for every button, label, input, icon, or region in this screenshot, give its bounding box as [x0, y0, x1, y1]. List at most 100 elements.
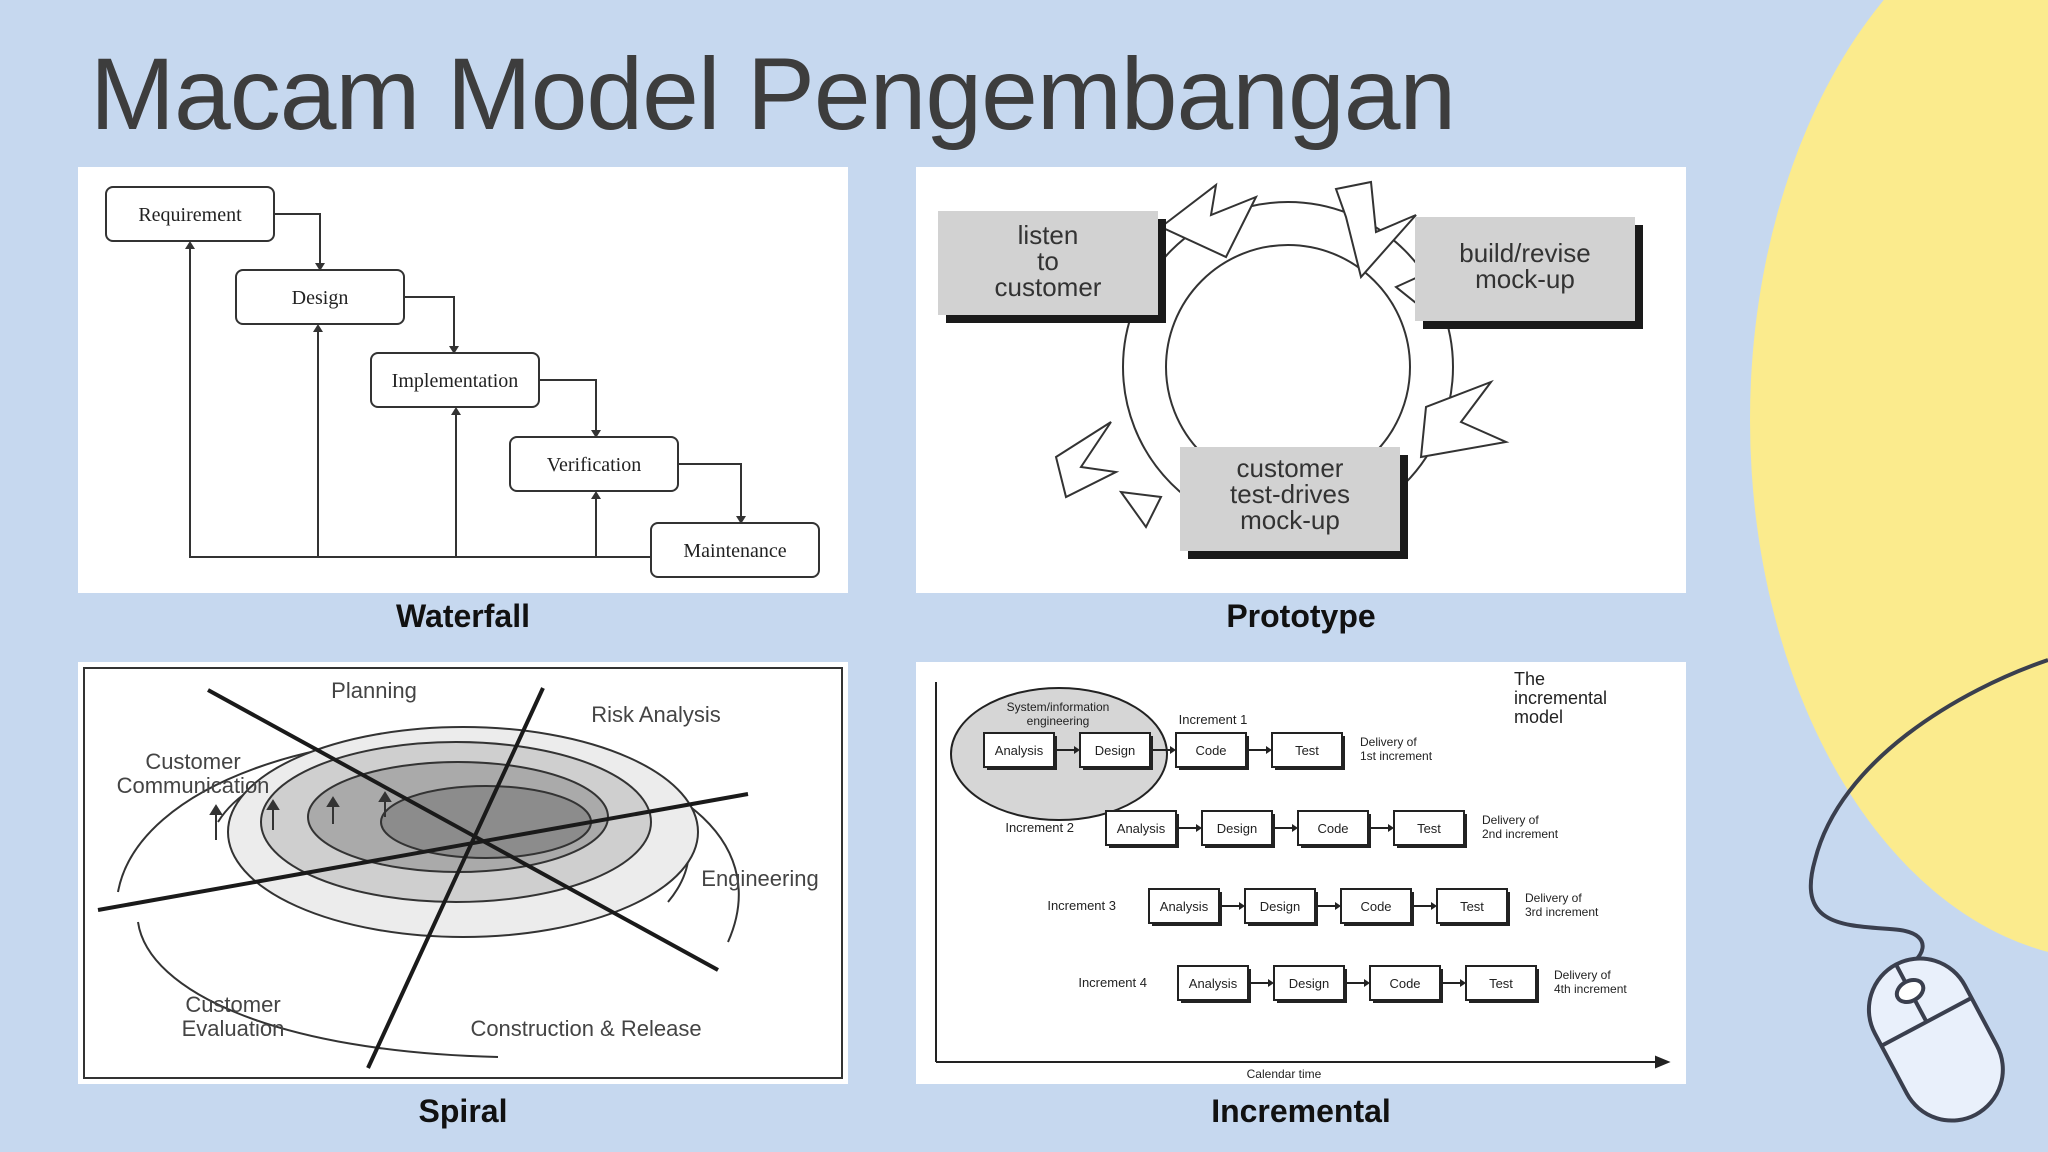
prototype-box-build — [1415, 217, 1635, 321]
stage-box — [1271, 732, 1343, 768]
delivery-label: 4th increment — [1554, 982, 1627, 996]
stage-arrowhead — [1364, 979, 1370, 987]
prototype-build-line2: mock-up — [1475, 264, 1575, 294]
stage-arrowhead — [1460, 979, 1466, 987]
stage-box — [1273, 965, 1345, 1001]
waterfall-step-design: Design — [292, 287, 349, 309]
stage-box — [1175, 732, 1247, 768]
stage-box — [1369, 965, 1441, 1001]
delivery-label: Delivery of — [1554, 968, 1611, 982]
prototype-test-line3: mock-up — [1240, 505, 1340, 535]
stage-arrowhead — [1431, 902, 1437, 910]
spiral-sector-construction: Construction & Release — [470, 1016, 701, 1041]
stage-arrowhead — [1388, 824, 1394, 832]
stage-label: Test — [1417, 821, 1441, 836]
prototype-listen-line3: customer — [995, 272, 1102, 302]
spiral-sector-communication-line1: Customer — [145, 749, 240, 774]
stage-label: Code — [1195, 743, 1226, 758]
stage-box — [1079, 732, 1151, 768]
delivery-label: 3rd increment — [1525, 905, 1599, 919]
mouse-icon — [1866, 956, 2005, 1123]
spiral-sector-planning: Planning — [331, 678, 417, 703]
prototype-box-listen — [938, 211, 1158, 315]
incremental-axis-label: Calendar time — [1247, 1067, 1322, 1081]
increment-label: Increment 1 — [1179, 712, 1248, 727]
prototype-build-line1: build/revise — [1459, 238, 1591, 268]
system-engineering-ellipse — [950, 687, 1168, 821]
stage-label: Analysis — [1160, 899, 1209, 914]
increment-label: Increment 3 — [1047, 898, 1116, 913]
mouse-cable — [1808, 658, 2048, 972]
prototype-test-line2: test-drives — [1230, 479, 1350, 509]
stage-label: Design — [1217, 821, 1257, 836]
waterfall-step-maintenance: Maintenance — [683, 540, 786, 562]
prototype-diagram: listen to customer build/revise mock-up … — [916, 167, 1686, 593]
stage-box — [1148, 888, 1220, 924]
stage-arrowhead — [1196, 824, 1202, 832]
stage-label: Design — [1260, 899, 1300, 914]
stage-box — [1297, 810, 1369, 846]
prototype-test-line1: customer — [1237, 453, 1344, 483]
incremental-system-line2: engineering — [1027, 714, 1090, 728]
waterfall-step-requirement: Requirement — [138, 204, 242, 226]
stage-label: Code — [1389, 976, 1420, 991]
stage-label: Analysis — [1189, 976, 1238, 991]
prototype-caption: Prototype — [1226, 598, 1376, 634]
stage-box — [1436, 888, 1508, 924]
stage-label: Design — [1289, 976, 1329, 991]
prototype-listen-line2: to — [1037, 246, 1059, 276]
delivery-label: 1st increment — [1360, 749, 1433, 763]
stage-arrowhead — [1239, 902, 1245, 910]
delivery-label: Delivery of — [1525, 891, 1582, 905]
stage-box — [1201, 810, 1273, 846]
stage-label: Design — [1095, 743, 1135, 758]
stage-arrowhead — [1266, 746, 1272, 754]
prototype-listen-line1: listen — [1018, 220, 1079, 250]
spiral-sector-evaluation-line2: Evaluation — [182, 1016, 285, 1041]
spiral-sector-communication-line2: Communication — [117, 773, 270, 798]
stage-label: Code — [1360, 899, 1391, 914]
stage-box — [1340, 888, 1412, 924]
waterfall-step-verification: Verification — [547, 454, 641, 476]
waterfall-diagram: Requirement Design Implementation Verifi… — [78, 167, 848, 593]
stage-box — [1393, 810, 1465, 846]
incremental-caption: Incremental — [1211, 1093, 1391, 1129]
delivery-label: Delivery of — [1482, 813, 1539, 827]
waterfall-box-maintenance — [650, 522, 820, 578]
spiral-caption: Spiral — [418, 1093, 508, 1129]
stage-arrowhead — [1170, 746, 1176, 754]
prototype-box-test — [1180, 447, 1400, 551]
stage-label: Analysis — [1117, 821, 1166, 836]
stage-box — [983, 732, 1055, 768]
stage-label: Analysis — [995, 743, 1044, 758]
increment-label: Increment 2 — [1005, 820, 1074, 835]
stage-label: Test — [1295, 743, 1319, 758]
spiral-sector-risk: Risk Analysis — [591, 702, 721, 727]
delivery-label: 2nd increment — [1482, 827, 1559, 841]
stage-arrowhead — [1292, 824, 1298, 832]
increment-label: Increment 4 — [1078, 975, 1147, 990]
delivery-label: Delivery of — [1360, 735, 1417, 749]
stage-label: Code — [1317, 821, 1348, 836]
spiral-diagram: Planning Risk Analysis Customer Communic… — [78, 662, 848, 1084]
incremental-model-line3: model — [1514, 707, 1563, 727]
stage-box — [1244, 888, 1316, 924]
incremental-model-line2: incremental — [1514, 688, 1607, 708]
waterfall-caption: Waterfall — [396, 598, 530, 634]
stage-label: Test — [1460, 899, 1484, 914]
stage-box — [1177, 965, 1249, 1001]
incremental-model-line1: The — [1514, 669, 1545, 689]
waterfall-step-implementation: Implementation — [392, 370, 519, 392]
stage-arrowhead — [1268, 979, 1274, 987]
spiral-sector-evaluation-line1: Customer — [185, 992, 280, 1017]
page-title: Macam Model Pengembangan — [90, 37, 1456, 151]
stage-label: Test — [1489, 976, 1513, 991]
stage-arrowhead — [1074, 746, 1080, 754]
yellow-blob — [1750, 0, 2048, 952]
spiral-sector-engineering: Engineering — [701, 866, 818, 891]
incremental-system-line1: System/information — [1007, 700, 1110, 714]
stage-box — [1465, 965, 1537, 1001]
stage-box — [1105, 810, 1177, 846]
